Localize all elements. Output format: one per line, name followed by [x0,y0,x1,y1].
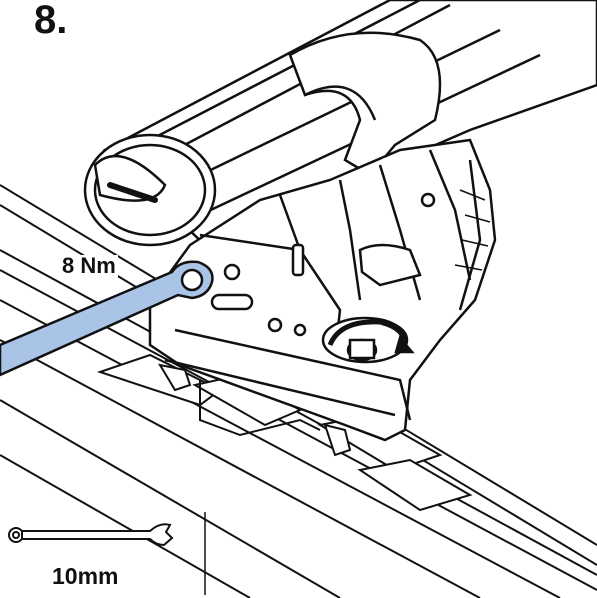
roof-bar [83,0,597,247]
torque-label: 8 Nm [60,253,118,278]
torque-wrench [0,260,214,377]
bar-strap [288,31,442,177]
tool-size-label: 10mm [52,563,119,589]
rack-foot-body [148,138,497,442]
wrench-icon [8,523,174,547]
step-number: 8. [34,0,68,42]
clamp-hooks [157,363,352,457]
